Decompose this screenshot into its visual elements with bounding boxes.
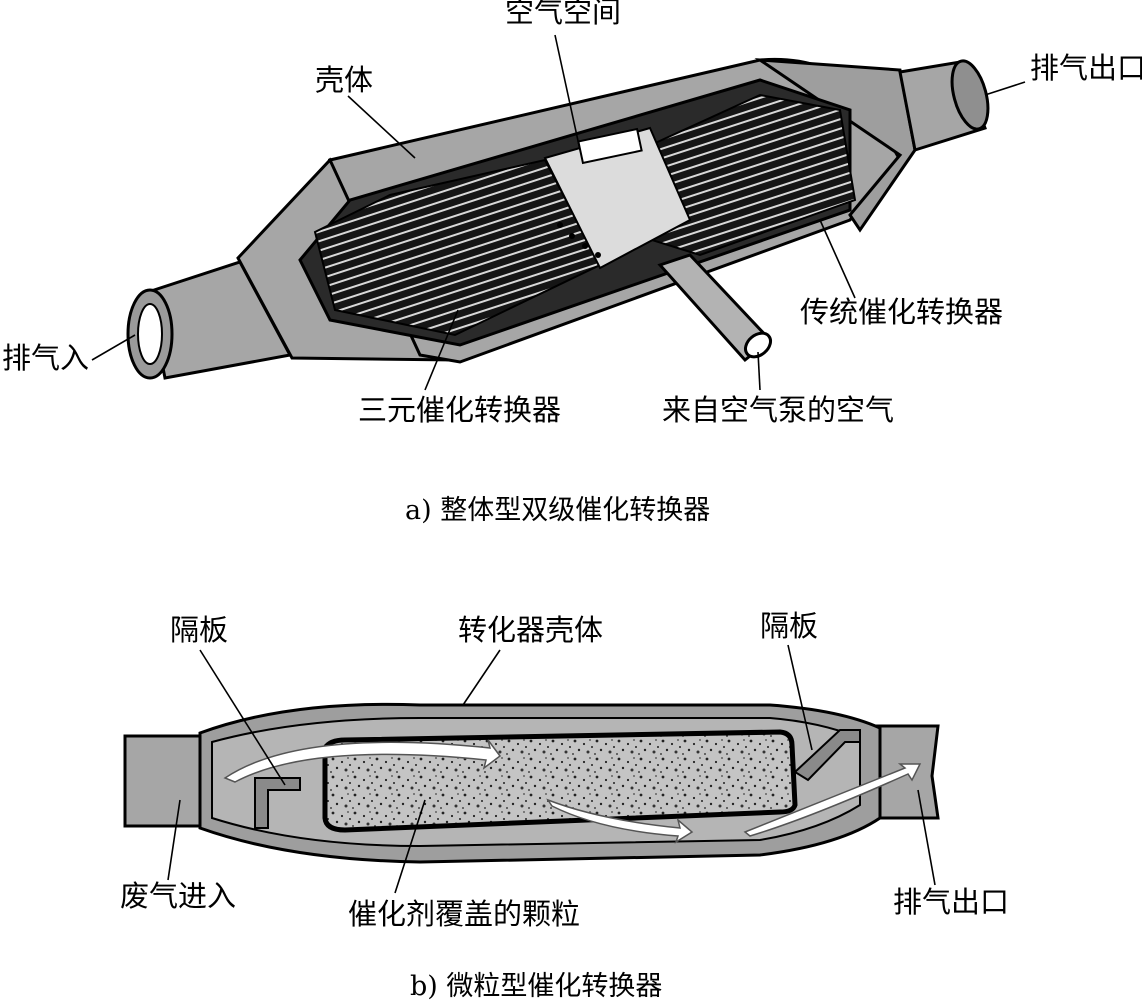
label-baffle-left: 隔板 — [170, 613, 228, 647]
baffle-right-b — [793, 729, 861, 782]
caption-figure-a: a) 整体型双级催化转换器 — [405, 495, 710, 526]
figure-a-leader-lines — [91, 34, 1026, 391]
label-conventional-converter: 传统催化转换器 — [800, 295, 1003, 329]
label-shell: 壳体 — [315, 63, 373, 97]
dual-stage-converter-illustration — [126, 57, 990, 380]
outlet-cone — [754, 58, 917, 233]
flow-arrows — [223, 739, 922, 844]
pellet-converter-illustration — [123, 702, 940, 864]
air-pump-tube-end — [743, 331, 773, 359]
label-baffle-right: 隔板 — [760, 609, 818, 643]
inlet-pipe-b — [123, 734, 207, 828]
caption-figure-b: b) 微粒型催化转换器 — [410, 971, 662, 1002]
label-exhaust-inlet-a: 排气入 — [2, 341, 89, 375]
air-injection-holes — [557, 222, 601, 258]
baffle-left-b — [254, 777, 301, 829]
figure-b-leader-lines — [167, 644, 936, 894]
label-air-from-pump: 来自空气泵的空气 — [662, 393, 894, 427]
label-exhaust-outlet-b: 排气出口 — [893, 885, 1009, 919]
label-exhaust-outlet-a: 排气出口 — [1030, 51, 1142, 85]
outlet-pipe-end — [950, 59, 990, 131]
label-three-way-converter: 三元催化转换器 — [358, 393, 561, 427]
label-air-space: 空气空间 — [505, 0, 621, 29]
label-exhaust-inlet-b: 废气进入 — [120, 879, 236, 913]
label-converter-shell: 转化器壳体 — [458, 613, 603, 647]
label-coated-pellets: 催化剂覆盖的颗粒 — [348, 897, 580, 931]
